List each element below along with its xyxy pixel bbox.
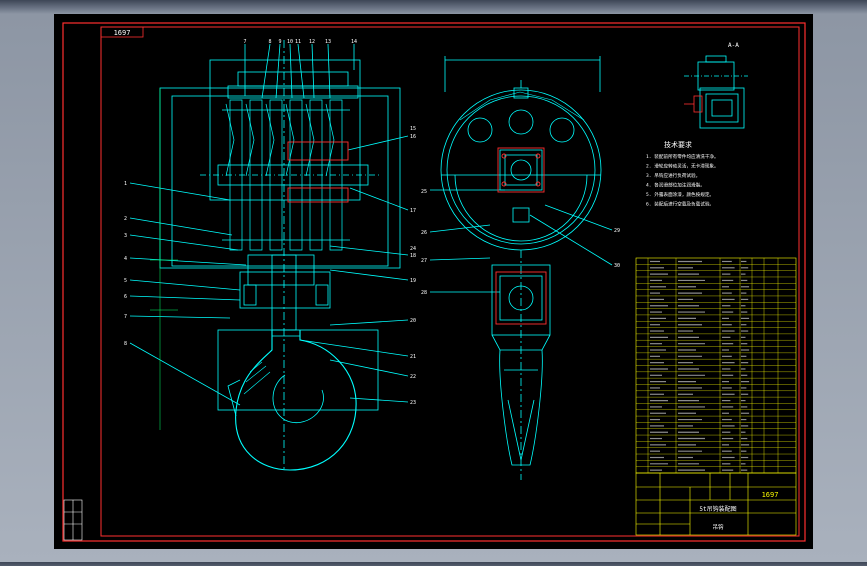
tech-note-line: 6. 装配后进行空载及负载试验。: [646, 201, 714, 208]
stamp-box: 1697: [100, 26, 144, 38]
balloon-number: 8: [124, 341, 127, 347]
right-view-hook-side: [429, 56, 613, 480]
right-view-balloons: 25 26 27 28 29 30: [421, 189, 620, 296]
title-block-code: 1697: [762, 491, 779, 499]
tech-note-line: 5. 外露表面涂漆，颜色按规定。: [646, 191, 714, 198]
tech-note-line: 4. 各润滑部位加注润滑脂。: [646, 182, 705, 189]
title-block-sub: 吊钩: [712, 523, 724, 531]
tech-notes-heading: 技术要求: [664, 140, 692, 149]
balloon-number: 6: [124, 294, 127, 300]
parts-list-table: [635, 257, 797, 474]
balloon-number: 15: [410, 126, 416, 132]
inner-frame: [100, 26, 800, 537]
balloon-number: 26: [421, 230, 427, 236]
balloon-number: 1: [124, 181, 127, 187]
balloon-number: 10: [287, 39, 293, 45]
title-block: 1697 5t吊钩装配图 吊钩: [635, 472, 797, 536]
balloon-number: 30: [614, 263, 620, 269]
balloon-number: 13: [325, 39, 331, 45]
balloon-number: 7: [124, 314, 127, 320]
title-block-name: 5t吊钩装配图: [699, 505, 736, 513]
sheet-background: [54, 14, 813, 549]
balloon-number: 28: [421, 290, 427, 296]
tech-note-line: 1. 装配前所有零件均应清洗干净。: [646, 153, 719, 160]
balloon-number: 18: [410, 253, 416, 259]
balloon-number: 21: [410, 354, 416, 360]
balloon-number: 9: [278, 39, 281, 45]
revision-strip: [63, 499, 83, 541]
stamp-code: 1697: [114, 29, 131, 37]
left-view-dimensions: [150, 88, 178, 430]
balloon-number: 25: [421, 189, 427, 195]
balloon-number: 7: [243, 39, 246, 45]
balloon-number: 3: [124, 233, 127, 239]
balloon-number: 12: [309, 39, 315, 45]
balloon-number: 23: [410, 400, 416, 406]
balloon-number: 29: [614, 228, 620, 234]
tech-note-line: 3. 吊钩应进行负荷试验。: [646, 172, 700, 179]
detail-view-label: A-A: [728, 42, 739, 49]
balloon-number: 16: [410, 134, 416, 140]
technical-requirements: 技术要求 1. 装配前所有零件均应清洗干净。 2. 滑轮应转动灵活，无卡滞现象。 3…: [646, 140, 719, 208]
balloon-number: 2: [124, 216, 127, 222]
balloon-number: 17: [410, 208, 416, 214]
detail-view: A-A: [684, 42, 748, 129]
balloon-number: 4: [124, 256, 127, 262]
right-view-red-highlight: [495, 147, 547, 325]
balloon-number: 11: [295, 39, 301, 45]
left-view-hook-assembly: [129, 40, 409, 471]
balloon-number: 14: [351, 39, 357, 45]
balloon-number: 19: [410, 278, 416, 284]
balloon-number: 20: [410, 318, 416, 324]
balloon-number: 27: [421, 258, 427, 264]
balloon-number: 5: [124, 278, 127, 284]
balloon-number: 22: [410, 374, 416, 380]
tech-note-line: 2. 滑轮应转动灵活，无卡滞现象。: [646, 163, 719, 170]
outer-frame: [62, 22, 806, 542]
balloon-number: 8: [268, 39, 271, 45]
left-view-red-highlight: [287, 141, 349, 203]
balloon-number: 24: [410, 246, 416, 252]
